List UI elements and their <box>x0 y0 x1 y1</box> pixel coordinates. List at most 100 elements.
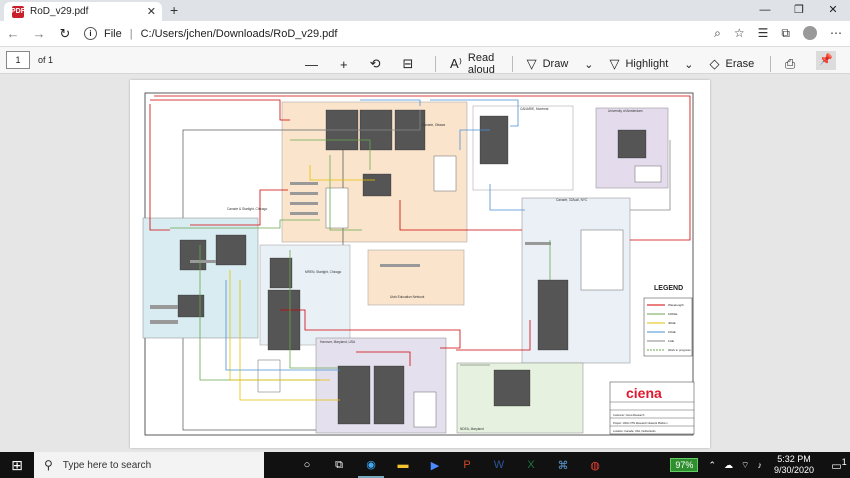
zoom-icon[interactable]: ⌕ <box>714 26 721 40</box>
read-aloud-icon: A⁾ <box>450 56 462 71</box>
draw-icon: ▽ <box>526 56 537 71</box>
clock[interactable]: 5:32 PM 9/30/2020 <box>774 454 814 476</box>
network-app-icon[interactable]: ⌘ <box>557 459 569 472</box>
cortana-icon[interactable]: ○ <box>303 459 311 471</box>
title-block-line: Customer: Ciena Research <box>613 413 645 417</box>
region-label: CANARIE, Montreal <box>520 107 549 111</box>
legend-item: 100GE <box>668 312 677 316</box>
more-menu-icon[interactable]: ⋯ <box>830 26 842 40</box>
title-block-line: Location: Canada, USA, Netherlands <box>613 429 656 433</box>
draw-button[interactable]: ▽ Draw <box>527 56 569 72</box>
erase-label: Erase <box>725 58 755 70</box>
region-label: Canarie, Ottawa <box>422 123 445 127</box>
region-label: University of Amsterdam <box>608 109 643 113</box>
network-diagram: Canarie, Ottawa CANARIE, Montreal Univer… <box>142 92 695 436</box>
draw-label: Draw <box>542 58 569 70</box>
vertical-scrollbar[interactable] <box>842 76 848 449</box>
taskbar-search-box[interactable]: ⚲ Type here to search <box>34 452 264 478</box>
url-scheme-label: File <box>104 27 122 40</box>
legend-item: Wavelength <box>668 303 684 307</box>
wifi-icon[interactable]: ⌔ <box>740 459 750 470</box>
notification-center-icon[interactable]: ▭1 <box>831 457 847 473</box>
maximize-button[interactable]: ❐ <box>794 4 804 16</box>
minimize-button[interactable]: — <box>759 4 771 16</box>
back-button[interactable]: ← <box>6 26 20 41</box>
pdf-viewer[interactable]: Canarie, Ottawa CANARIE, Montreal Univer… <box>0 74 850 452</box>
close-window-button[interactable]: ✕ <box>828 4 838 16</box>
legend-title: LEGEND <box>654 285 683 292</box>
region-label: Utah Education Network <box>390 295 425 299</box>
search-icon: ⚲ <box>44 458 53 472</box>
highlight-options-chevron[interactable]: ⌄ <box>684 58 693 71</box>
file-explorer-icon[interactable]: ▬ <box>397 459 409 471</box>
url-field[interactable]: i File | C:/Users/jchen/Downloads/RoD_v2… <box>84 27 337 40</box>
legend-item: Work in progress <box>668 348 691 352</box>
title-block-line: Project: 100G OTN Research Network Platf… <box>613 421 668 425</box>
draw-options-chevron[interactable]: ⌄ <box>584 58 593 71</box>
legend: LEGEND Wavelength 100GE 40GE 10GE 1GE Wo… <box>643 285 693 357</box>
onedrive-icon[interactable]: ☁ <box>723 459 733 470</box>
edge-browser-icon[interactable]: ◉ <box>358 452 384 478</box>
pdf-page: Canarie, Ottawa CANARIE, Montreal Univer… <box>130 80 710 448</box>
fit-page-button[interactable]: ⊟ <box>403 56 420 72</box>
minus-icon: — <box>305 56 318 72</box>
url-path: C:/Users/jchen/Downloads/RoD_v29.pdf <box>140 27 338 40</box>
chrome-icon[interactable]: ◍ <box>590 459 600 472</box>
excel-icon[interactable]: X <box>527 459 535 471</box>
eraser-icon: ◇ <box>709 56 720 71</box>
volume-icon[interactable]: ♪ <box>757 460 762 470</box>
favorite-star-icon[interactable]: ☆ <box>733 26 745 40</box>
forward-button[interactable]: → <box>32 26 46 41</box>
powerpoint-icon[interactable]: P <box>463 459 471 471</box>
read-aloud-button[interactable]: A⁾Read aloud <box>450 52 496 76</box>
region-education <box>367 249 465 306</box>
windows-start-icon[interactable]: ⊞ <box>11 456 23 473</box>
battery-badge[interactable]: 97% <box>670 458 699 472</box>
zoom-out-button[interactable]: — <box>305 57 324 72</box>
toolbar-divider <box>435 56 437 72</box>
toolbar-divider <box>511 56 513 72</box>
page-number-input[interactable]: 1 <box>6 51 30 69</box>
print-button[interactable]: ⎙ <box>785 56 801 72</box>
show-hidden-icons[interactable]: ⌃ <box>708 459 716 470</box>
highlight-button[interactable]: ▽Highlight <box>609 56 668 72</box>
windows-taskbar: ⊞ ⚲ Type here to search ○ ⧉ ◉ ▬ ▶ P W X … <box>0 452 850 478</box>
avatar[interactable] <box>803 26 817 40</box>
print-icon: ⎙ <box>784 56 796 71</box>
new-tab-button[interactable]: + <box>170 2 179 18</box>
rotate-icon: ⟲ <box>369 56 381 71</box>
erase-button[interactable]: ◇ Erase <box>710 56 755 72</box>
pin-toolbar-button[interactable]: 📌 <box>816 51 836 70</box>
favorites-list-icon[interactable]: ☰ <box>757 26 769 40</box>
plus-icon: + <box>340 56 348 72</box>
browser-tab-bar: PDF RoD_v29.pdf ✕ + — ❐ ✕ <box>0 0 850 21</box>
pdf-file-icon: PDF <box>11 5 25 18</box>
region-label: Canarie & Starlight, Chicago <box>227 207 267 211</box>
collections-icon[interactable]: ⧉ <box>781 26 790 40</box>
notification-count: 1 <box>841 457 847 468</box>
fit-page-icon: ⊟ <box>402 56 414 71</box>
task-view-icon[interactable]: ⧉ <box>335 458 343 471</box>
info-icon[interactable]: i <box>84 27 97 40</box>
rotate-button[interactable]: ⟲ <box>370 56 387 72</box>
clock-date: 9/30/2020 <box>773 465 814 475</box>
clock-time: 5:32 PM <box>777 454 811 464</box>
word-icon[interactable]: W <box>493 459 505 471</box>
highlight-label: Highlight <box>625 58 669 70</box>
zoom-app-icon[interactable]: ▶ <box>430 459 440 472</box>
legend-item: 10GE <box>668 330 676 334</box>
pin-icon: 📌 <box>819 54 833 66</box>
close-tab-icon[interactable]: ✕ <box>146 6 156 18</box>
chevron-down-icon: ⌄ <box>684 58 694 71</box>
region-label: Canarie, 32Audi, NYC <box>556 198 588 202</box>
legend-item: 1GE <box>668 339 674 343</box>
tab-rod-pdf[interactable]: PDF RoD_v29.pdf ✕ <box>4 2 162 21</box>
chevron-down-icon: ⌄ <box>584 58 594 71</box>
pdf-toolbar: 1 of 1 — + ⟲ ⊟ A⁾Read aloud ▽Draw ⌄ ▽Hig… <box>0 47 850 76</box>
url-separator: | <box>129 27 133 40</box>
refresh-button[interactable]: ↻ <box>59 25 71 41</box>
zoom-in-button[interactable]: + <box>340 57 354 72</box>
ciena-logo: ciena <box>626 385 662 401</box>
address-bar: ← → ↻ i File | C:/Users/jchen/Downloads/… <box>0 21 850 47</box>
tab-title: RoD_v29.pdf <box>30 6 89 17</box>
